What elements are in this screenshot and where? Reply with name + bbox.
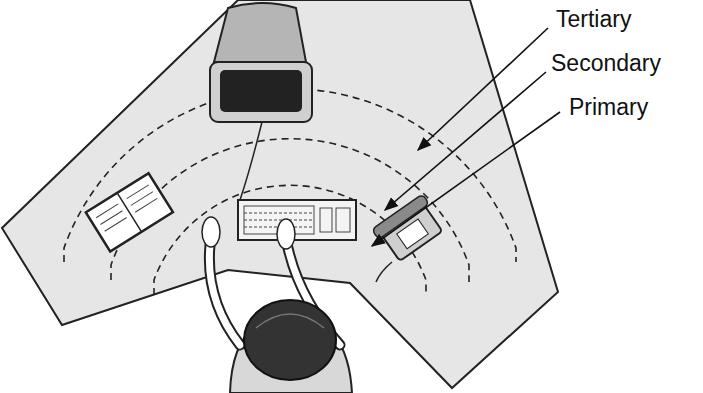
leader-arrow: [385, 72, 546, 210]
leader-arrow: [418, 28, 548, 150]
crt-monitor: [210, 3, 312, 200]
keyboard: [238, 200, 356, 240]
phone-cord: [376, 262, 392, 282]
open-book: [86, 173, 173, 251]
corner-desk: [2, 0, 558, 388]
zone-label: Tertiary: [556, 8, 631, 31]
zone-label: Secondary: [551, 52, 661, 75]
telephone: [372, 194, 447, 264]
zone-label: Primary: [569, 96, 648, 119]
leader-arrow: [372, 112, 560, 246]
seated-person: [202, 217, 352, 393]
